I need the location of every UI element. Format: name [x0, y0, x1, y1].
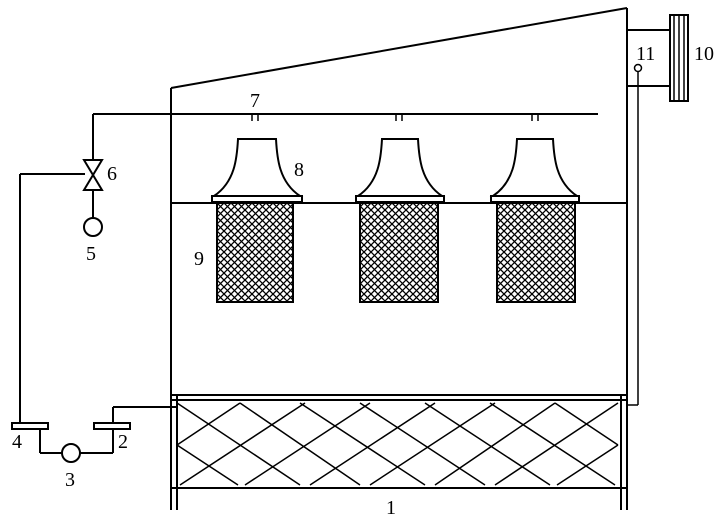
valve — [82, 159, 104, 191]
valve-assembly — [82, 159, 104, 237]
label-11: 11 — [636, 43, 655, 65]
air-source — [83, 217, 103, 237]
filter-cartridge — [496, 202, 576, 303]
label-10: 10 — [694, 43, 714, 65]
label-1: 1 — [386, 497, 396, 519]
filter-cartridge — [359, 202, 439, 303]
filter-cartridge — [216, 202, 294, 303]
blow-pipe — [92, 113, 598, 160]
venturi-nozzles — [210, 138, 581, 203]
labels: 1 2 3 4 5 6 7 8 9 10 11 — [12, 43, 714, 519]
filter-cartridges — [216, 202, 576, 303]
label-7: 7 — [250, 90, 260, 112]
venturi-nozzle — [210, 138, 304, 203]
circulation-piping — [11, 173, 177, 463]
venturi-nozzle — [489, 138, 581, 203]
label-3: 3 — [65, 469, 75, 491]
pressure-gauge — [633, 63, 643, 73]
pump — [61, 443, 81, 463]
label-2: 2 — [118, 431, 128, 453]
venturi-nozzle — [354, 138, 446, 203]
flange-4 — [11, 422, 49, 430]
label-5: 5 — [86, 243, 96, 265]
label-9: 9 — [194, 248, 204, 270]
flange-2 — [93, 422, 131, 430]
label-8: 8 — [294, 159, 304, 181]
label-4: 4 — [12, 431, 22, 453]
exhaust-outlet — [627, 14, 689, 406]
packed-bed — [171, 394, 627, 510]
label-6: 6 — [107, 163, 117, 185]
